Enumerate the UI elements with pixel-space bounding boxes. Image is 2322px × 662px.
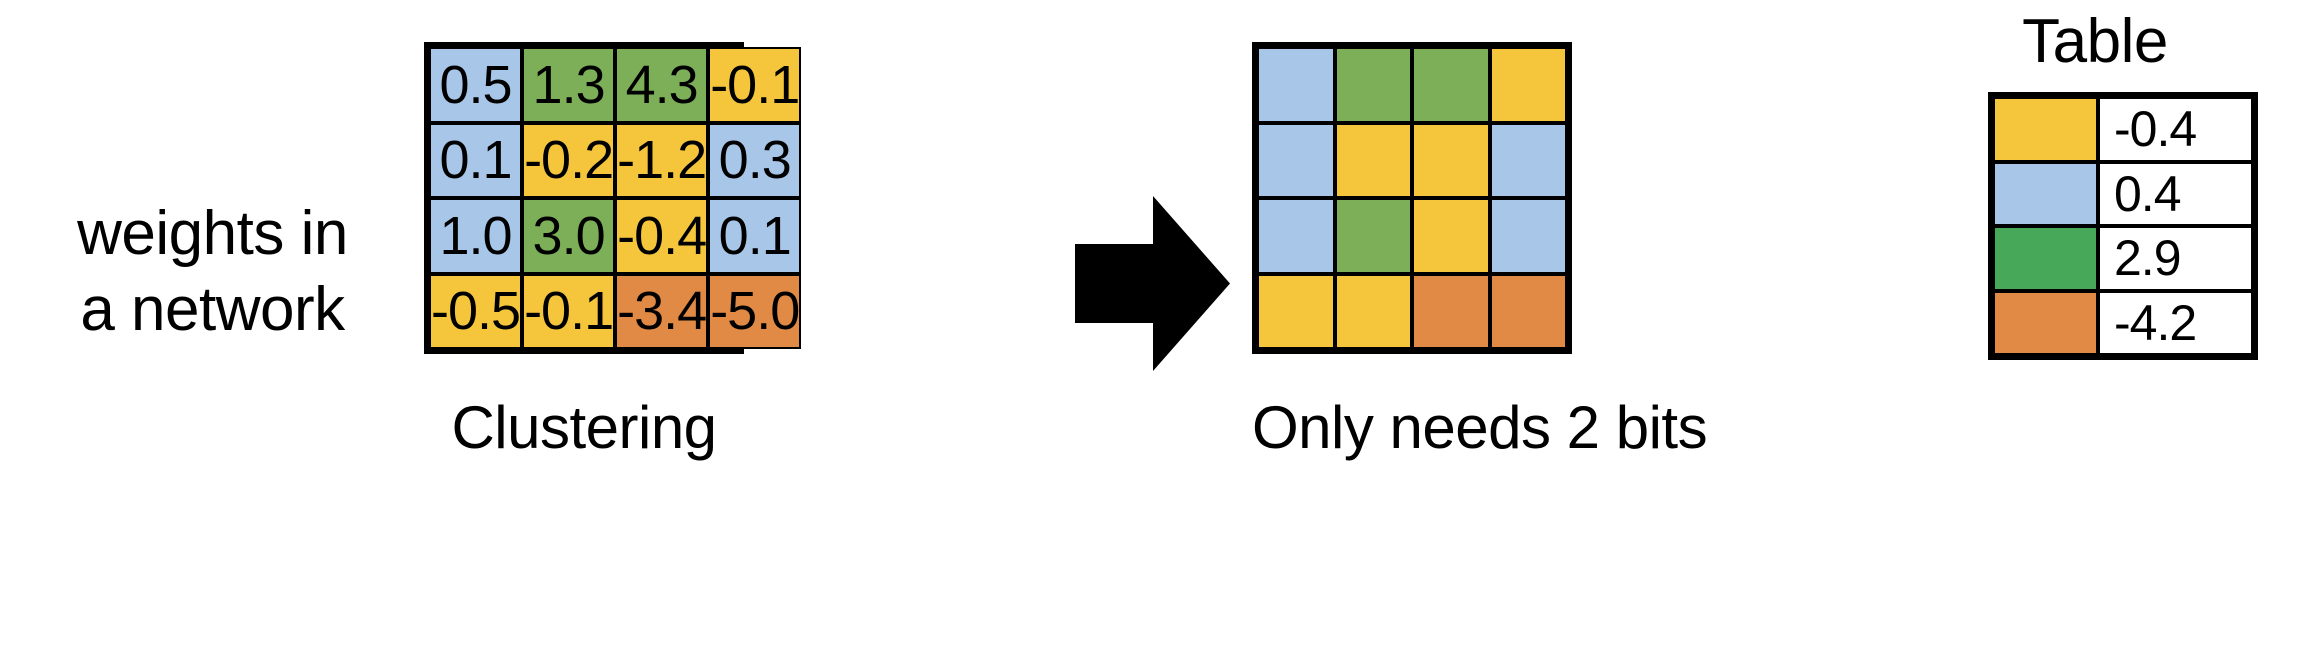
legend-color-swatch xyxy=(1993,97,2098,162)
clustered-matrix-cell xyxy=(1257,47,1335,123)
weight-matrix-cell: 0.5 xyxy=(429,47,523,123)
clustered-matrix-cell xyxy=(1257,273,1335,349)
weight-matrix-cell: -0.2 xyxy=(522,122,616,198)
clustered-matrix-cell xyxy=(1334,198,1412,274)
legend-color-swatch xyxy=(1993,290,2098,355)
clustered-matrix-cell xyxy=(1334,47,1412,123)
weights-source-label: weights in a network xyxy=(77,199,348,344)
caption-clustering: Clustering xyxy=(451,394,717,461)
weight-matrix-cell: 0.3 xyxy=(708,122,802,198)
weight-matrix-cell: -5.0 xyxy=(708,273,802,349)
weight-matrix-cell: -0.4 xyxy=(615,198,709,274)
clustered-matrix-cell xyxy=(1257,198,1335,274)
weight-matrix-cell: -3.4 xyxy=(615,273,709,349)
clustered-matrix xyxy=(1252,42,1572,354)
legend-color-swatch xyxy=(1993,161,2098,226)
weight-matrix-cell: 1.0 xyxy=(429,198,523,274)
clustered-matrix-cell xyxy=(1334,122,1412,198)
clustered-matrix-cell xyxy=(1412,198,1490,274)
clustered-matrix-cell xyxy=(1412,47,1490,123)
weight-matrix-cell: 3.0 xyxy=(522,198,616,274)
weight-matrix-cell: -0.1 xyxy=(522,273,616,349)
clustered-matrix-cell xyxy=(1334,273,1412,349)
right-block-arrow-icon xyxy=(1075,196,1230,371)
legend-centroid-value: 2.9 xyxy=(2098,226,2253,291)
weight-matrix-cell: 0.1 xyxy=(429,122,523,198)
transform-arrow xyxy=(1075,196,1230,371)
clustered-matrix-cell xyxy=(1412,122,1490,198)
weight-matrix-cell: 1.3 xyxy=(522,47,616,123)
clustered-matrix-cell xyxy=(1489,122,1567,198)
legend-title: Table xyxy=(2022,7,2168,76)
legend-color-swatch xyxy=(1993,226,2098,291)
clustered-matrix-cell xyxy=(1489,273,1567,349)
clustered-matrix-cell xyxy=(1489,47,1567,123)
weight-matrix-cell: -1.2 xyxy=(615,122,709,198)
clustered-matrix-cell xyxy=(1257,122,1335,198)
weight-matrix-cell: -0.1 xyxy=(708,47,802,123)
clustered-matrix-cell xyxy=(1412,273,1490,349)
clustered-matrix-cell xyxy=(1489,198,1567,274)
weight-matrix-cell: 0.1 xyxy=(708,198,802,274)
caption-only-needs-2-bits: Only needs 2 bits xyxy=(1252,394,1708,461)
weight-matrix-cell: 4.3 xyxy=(615,47,709,123)
legend-centroid-value: 0.4 xyxy=(2098,161,2253,226)
legend-centroid-value: -0.4 xyxy=(2098,97,2253,162)
legend-centroid-value: -4.2 xyxy=(2098,290,2253,355)
weight-matrix-cell: -0.5 xyxy=(429,273,523,349)
